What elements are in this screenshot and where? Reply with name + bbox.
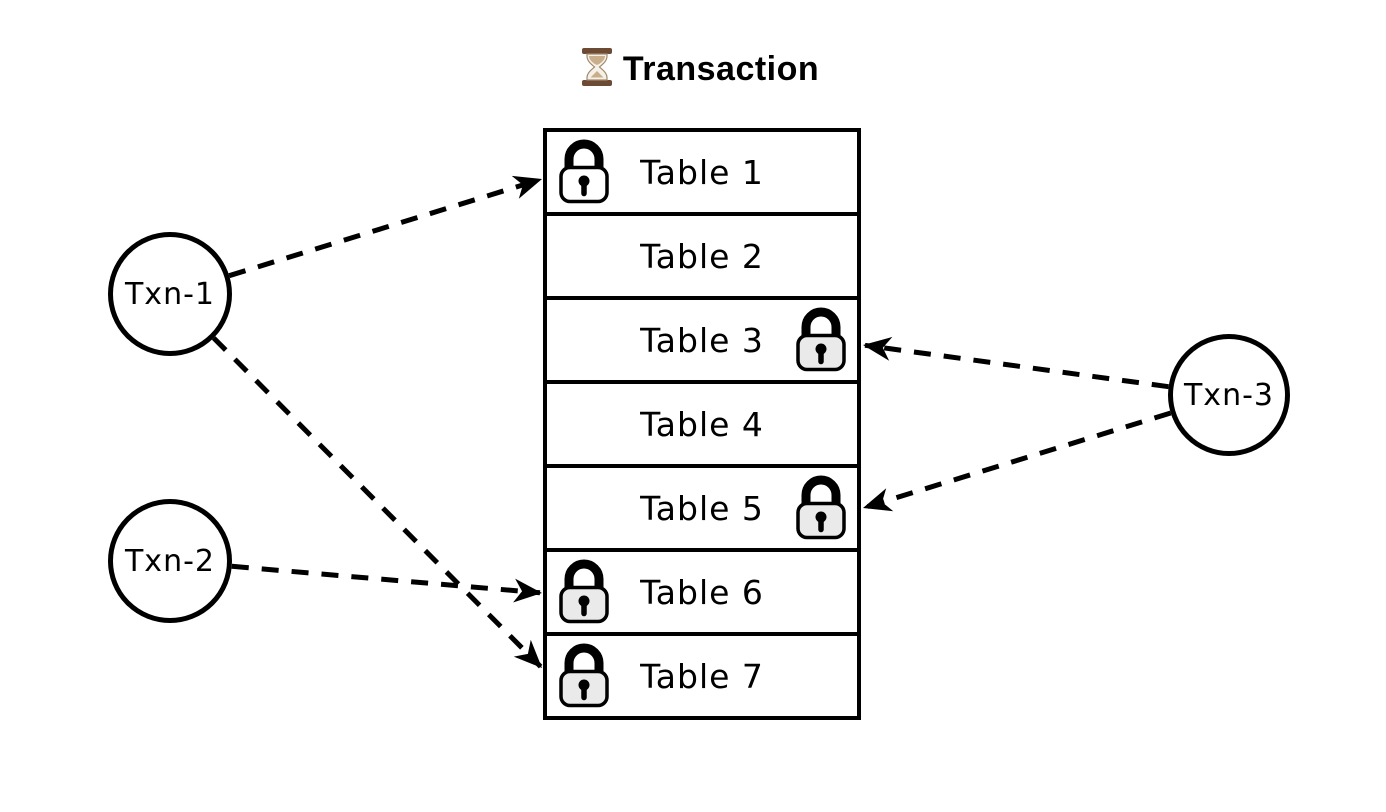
lock-icon <box>557 139 611 205</box>
arrow-txn-3-to-table-5 <box>862 410 1172 512</box>
lock-icon <box>794 307 848 373</box>
lock-icon <box>794 475 848 541</box>
table-row-table-6: Table 6 <box>547 548 857 632</box>
table-label: Table 2 <box>640 236 764 276</box>
table-row-table-1: Table 1 <box>547 132 857 212</box>
table-row-table-2: Table 2 <box>547 212 857 296</box>
transaction-node-txn-1: Txn-1 <box>108 232 232 356</box>
table-row-table-7: Table 7 <box>547 632 857 716</box>
transaction-label: Txn-3 <box>1183 377 1274 413</box>
transaction-node-txn-3: Txn-3 <box>1168 334 1290 456</box>
table-row-table-3: Table 3 <box>547 296 857 380</box>
arrow-txn-1-to-table-7 <box>211 336 543 669</box>
transaction-node-txn-2: Txn-2 <box>108 499 232 623</box>
transaction-label: Txn-2 <box>124 543 215 579</box>
hourglass-icon <box>581 48 613 86</box>
table-stack: Table 1 Table 2 Table 3 Table 4 Table 5 <box>543 128 861 720</box>
table-label: Table 5 <box>640 488 764 528</box>
table-label: Table 6 <box>640 572 764 612</box>
table-label: Table 1 <box>640 152 764 192</box>
table-label: Table 4 <box>640 404 764 444</box>
table-label: Table 3 <box>640 320 764 360</box>
diagram-title-label: Transaction <box>622 50 820 88</box>
lock-icon <box>557 559 611 625</box>
table-label: Table 7 <box>640 656 764 696</box>
diagram-title: Transaction <box>7 48 1386 89</box>
table-row-table-5: Table 5 <box>547 464 857 548</box>
transaction-label: Txn-1 <box>124 276 215 312</box>
lock-icon <box>557 643 611 709</box>
table-row-table-4: Table 4 <box>547 380 857 464</box>
arrow-txn-2-to-table-6 <box>231 563 542 603</box>
arrow-txn-3-to-table-3 <box>863 336 1169 390</box>
arrow-txn-1-to-table-1 <box>228 175 543 279</box>
